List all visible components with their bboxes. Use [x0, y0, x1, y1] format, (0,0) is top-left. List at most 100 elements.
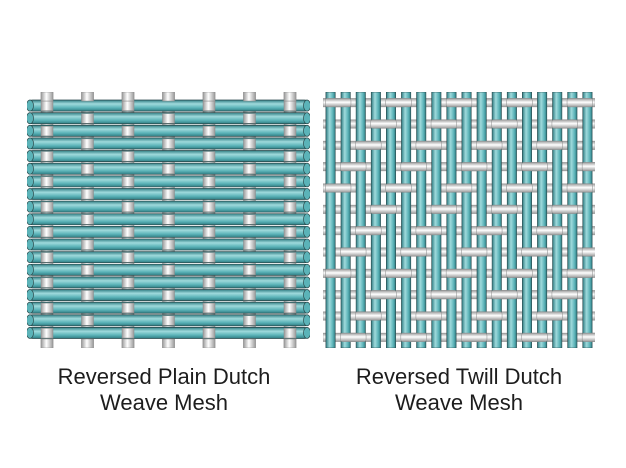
vertical-wire-segment [202, 151, 216, 162]
vertical-wire-segment [243, 315, 256, 326]
vertical-wire-segment [40, 328, 54, 339]
vertical-wire-segment [40, 151, 54, 162]
vertical-wire-segment [283, 100, 297, 111]
vertical-wire-segment [202, 227, 216, 238]
horizontal-floats [325, 98, 595, 342]
twill-dutch-mesh-illustration [323, 92, 595, 348]
horizontal-float [415, 140, 442, 150]
vertical-wire-segment [121, 100, 135, 111]
horizontal-float [566, 268, 593, 278]
vertical-wire-segment [283, 302, 297, 313]
vertical-wire [355, 92, 366, 348]
vertical-wire-segment [202, 100, 216, 111]
vertical-wire-segment [243, 163, 256, 175]
horizontal-float [521, 332, 548, 342]
vertical-wire-segment [243, 214, 256, 225]
vertical-wire-segment [202, 126, 216, 137]
plain-dutch-caption: Reversed Plain Dutch Weave Mesh [14, 364, 314, 416]
vertical-wire-segment [81, 214, 94, 225]
vertical-wire [476, 92, 487, 348]
horizontal-wire [27, 124, 310, 137]
vertical-wire-segment [162, 290, 175, 301]
vertical-wire [567, 92, 578, 348]
vertical-wire-segment [162, 264, 175, 276]
horizontal-wire [27, 99, 310, 112]
horizontal-float [506, 268, 533, 278]
vertical-wire [446, 92, 457, 348]
horizontal-float [506, 183, 533, 193]
horizontal-wire [323, 140, 595, 150]
horizontal-float [506, 98, 533, 108]
vertical-wire [582, 92, 593, 348]
horizontal-float [325, 268, 352, 278]
vertical-wire-segment [202, 328, 216, 339]
horizontal-wire [323, 204, 595, 214]
vertical-wire [431, 92, 442, 348]
vertical-wire-segment [162, 189, 175, 200]
vertical-wire-segment [81, 138, 94, 149]
horizontal-float [385, 183, 412, 193]
vertical-wire-segment [121, 252, 135, 263]
horizontal-float [370, 119, 397, 129]
horizontal-float [355, 311, 382, 321]
vertical-wire [325, 92, 336, 348]
horizontal-float [385, 268, 412, 278]
horizontal-wire [323, 290, 595, 300]
horizontal-wire [323, 119, 595, 129]
plain-caption-line2: Weave Mesh [100, 390, 228, 415]
vertical-wire-segment [81, 239, 94, 250]
vertical-wire-segment [162, 163, 175, 175]
horizontal-float [430, 204, 457, 214]
horizontal-float [445, 183, 473, 193]
horizontal-float [415, 311, 442, 321]
vertical-wire-segment [283, 328, 297, 339]
horizontal-wire [27, 301, 310, 314]
horizontal-float [461, 332, 488, 342]
horizontal-float [476, 226, 503, 236]
horizontal-float [566, 183, 593, 193]
horizontal-float [445, 268, 473, 278]
vertical-wire-segment [283, 151, 297, 162]
vertical-wire-segment [162, 315, 175, 326]
vertical-wire-segment [283, 176, 297, 187]
vertical-wire-segment [202, 176, 216, 187]
vertical-wire-segment [202, 277, 216, 288]
horizontal-wire [27, 327, 310, 339]
vertical-wire-segment [162, 239, 175, 250]
vertical-wire-segment [243, 189, 256, 200]
vertical-wire-segment [243, 264, 256, 276]
horizontal-float [581, 162, 595, 172]
vertical-wire-segment [243, 113, 256, 124]
plain-dutch-mesh-svg [27, 92, 310, 348]
horizontal-float [340, 332, 367, 342]
horizontal-wire [27, 276, 310, 289]
horizontal-float [445, 98, 473, 108]
horizontal-float [370, 290, 397, 300]
horizontal-float [491, 290, 518, 300]
vertical-wire-segment [40, 277, 54, 288]
horizontal-float [400, 332, 427, 342]
vertical-wire-segment [81, 163, 94, 175]
horizontal-float [476, 140, 503, 150]
vertical-wire-segment [243, 290, 256, 301]
vertical-wire [537, 92, 548, 348]
vertical-wire-segment [40, 126, 54, 137]
twill-dutch-caption: Reversed Twill Dutch Weave Mesh [309, 364, 609, 416]
vertical-wire [340, 92, 351, 348]
vertical-wire-segment [202, 302, 216, 313]
horizontal-float [430, 119, 457, 129]
horizontal-float [551, 119, 578, 129]
vertical-wire [401, 92, 412, 348]
vertical-wire-segment [202, 252, 216, 263]
vertical-wire [461, 92, 472, 348]
vertical-wire-segment [40, 100, 54, 111]
horizontal-float [430, 290, 457, 300]
vertical-wire-segment [162, 138, 175, 149]
vertical-wire [491, 92, 502, 348]
vertical-wire-segment [121, 277, 135, 288]
vertical-wire-segment [121, 227, 135, 238]
vertical-wire-segment [121, 126, 135, 137]
vertical-wire-segment [162, 113, 175, 124]
vertical-wire [370, 92, 381, 348]
plain-dutch-mesh-illustration [27, 92, 310, 348]
